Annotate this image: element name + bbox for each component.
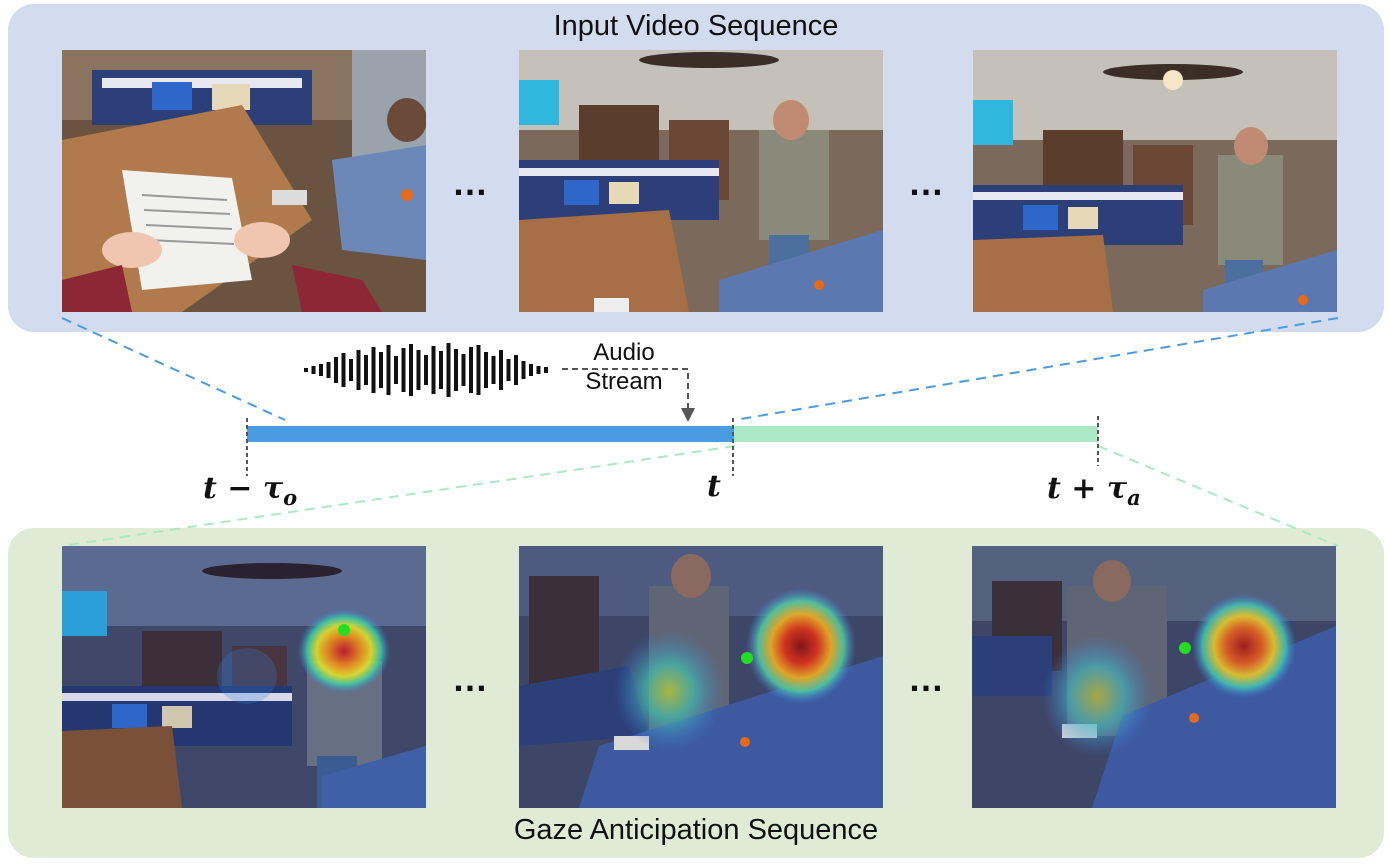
time-label-now: t	[707, 469, 721, 504]
gaze-point-3	[1179, 642, 1191, 654]
gaze-frame-1	[62, 546, 426, 808]
time-label-end: t + τa	[1047, 471, 1141, 510]
input-frame-2	[519, 50, 883, 312]
gaze-anticipation-title: Gaze Anticipation Sequence	[513, 814, 879, 846]
connector-top-left	[61, 317, 286, 421]
observed-segment	[247, 426, 734, 442]
connector-bottom-left	[61, 445, 736, 547]
gaze-frame-3	[972, 546, 1336, 808]
anticipation-segment	[734, 426, 1098, 442]
gaze-ellipsis-2: …	[908, 658, 945, 699]
input-ellipsis-2: …	[908, 162, 945, 203]
gaze-ellipsis-1: …	[452, 658, 489, 699]
audio-waveform-icon	[304, 343, 548, 397]
audio-label-line2: Stream	[585, 368, 662, 395]
input-frame-1	[62, 50, 426, 312]
input-video-title: Input Video Sequence	[553, 10, 839, 42]
gaze-frame-2	[519, 546, 883, 808]
audio-connector	[562, 368, 689, 410]
gaze-point-1	[338, 624, 350, 636]
audio-arrow-icon	[681, 408, 695, 422]
connector-bottom-right	[1097, 445, 1339, 547]
input-frame-3	[973, 50, 1337, 312]
time-label-start: t − τo	[203, 471, 297, 510]
connector-top-right	[734, 317, 1339, 421]
input-ellipsis-1: …	[452, 162, 489, 203]
gaze-point-2	[741, 652, 753, 664]
audio-label-line1: Audio	[593, 339, 654, 366]
